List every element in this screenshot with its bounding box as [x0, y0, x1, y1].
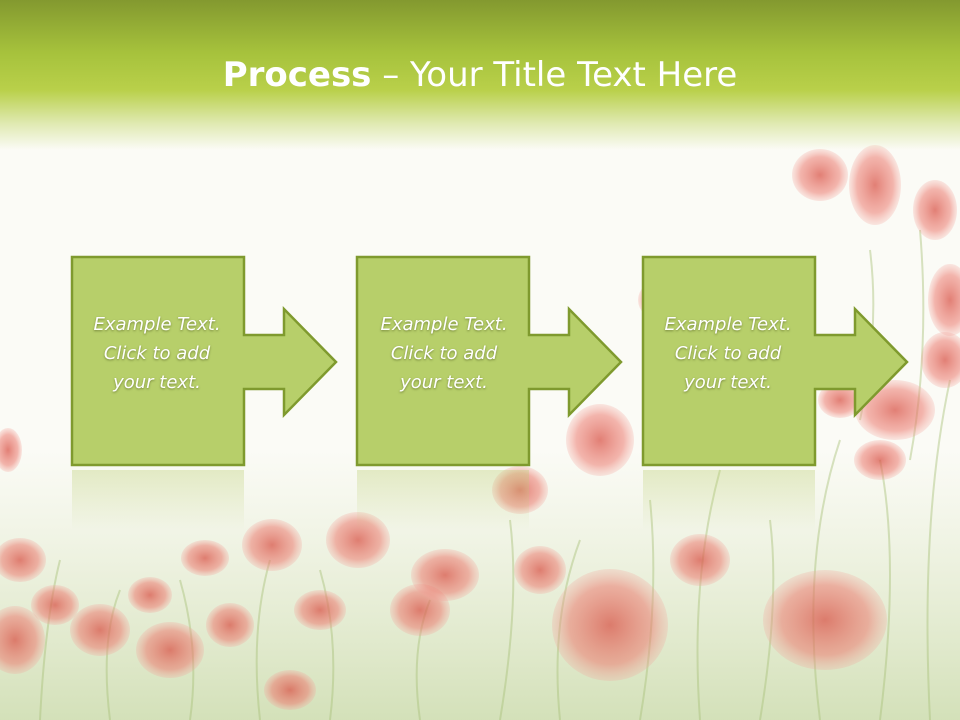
step-2-text[interactable]: Example Text. Click to add your text. — [359, 310, 529, 397]
step-3-line-1: Example Text. — [664, 314, 792, 335]
step-1-line-2: Click to add — [103, 343, 211, 364]
step-2-reflection — [357, 470, 529, 530]
step-1-arrow-shape[interactable] — [70, 255, 340, 470]
step-3-line-3: your text. — [684, 372, 772, 393]
title-rest-part: – Your Title Text Here — [371, 55, 738, 95]
title-banner — [0, 0, 960, 150]
step-3-reflection — [643, 470, 815, 530]
title-bold-part: Process — [222, 55, 372, 95]
step-3-line-2: Click to add — [674, 343, 782, 364]
step-2-line-2: Click to add — [390, 343, 498, 364]
step-2-line-3: your text. — [400, 372, 488, 393]
step-3-text[interactable]: Example Text. Click to add your text. — [643, 310, 813, 397]
step-1-text[interactable]: Example Text. Click to add your text. — [72, 310, 242, 397]
step-1-reflection — [72, 470, 244, 530]
step-2-line-1: Example Text. — [380, 314, 508, 335]
step-1-line-1: Example Text. — [93, 314, 221, 335]
step-1-line-3: your text. — [113, 372, 201, 393]
step-3-arrow-shape[interactable] — [641, 255, 911, 470]
step-2-arrow-shape[interactable] — [355, 255, 625, 470]
slide-title[interactable]: Process – Your Title Text Here — [0, 52, 960, 98]
